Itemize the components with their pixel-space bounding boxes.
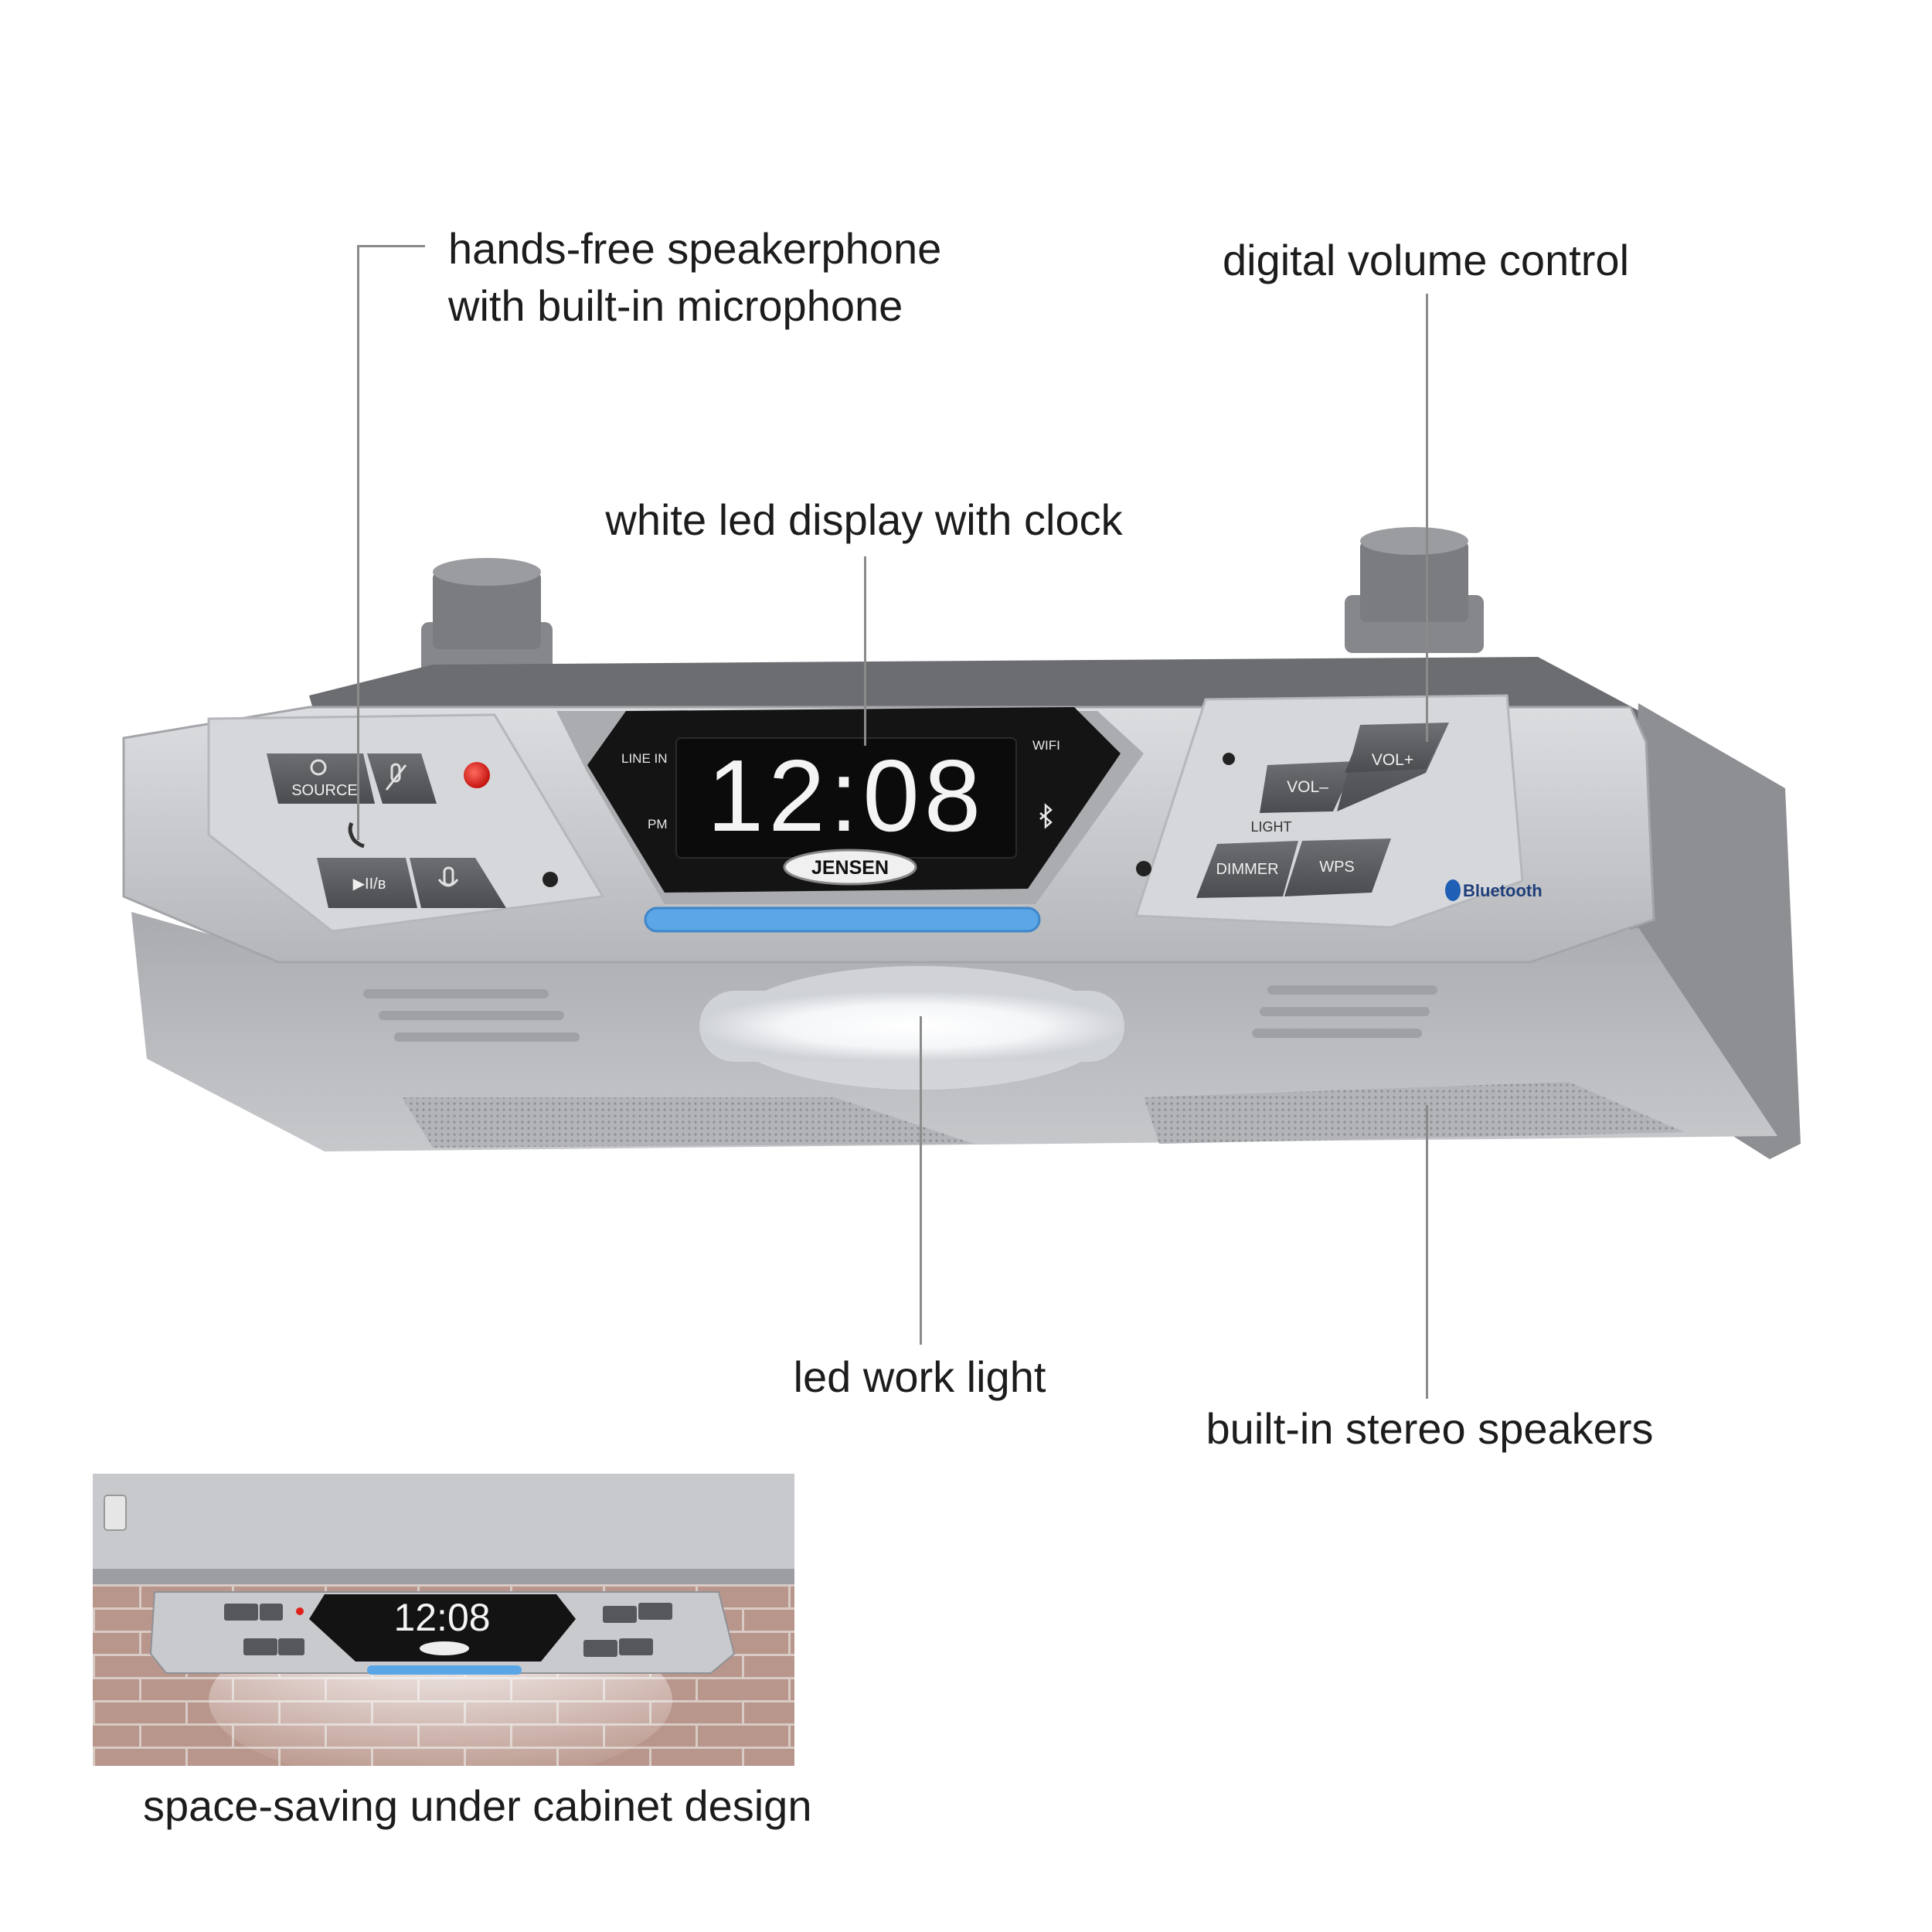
brand-badge: [783, 849, 917, 886]
callout-work-light: led work light: [793, 1352, 1046, 1401]
speaker-grille-right: [1144, 1082, 1685, 1144]
play-bt-label: ▶II/ʙ: [353, 876, 386, 893]
dimmer-label: DIMMER: [1216, 861, 1278, 878]
light-label: LIGHT: [1250, 819, 1291, 835]
brand-logo: JENSEN: [811, 857, 889, 879]
mounting-post-right: [1345, 527, 1484, 653]
microphone-hole-right: [1223, 753, 1235, 765]
mic-mute-icon: [385, 763, 407, 791]
vent-slots: [363, 985, 1437, 1042]
wps-label: WPS: [1319, 859, 1355, 876]
callout-speakerphone: hands-free speakerphone with built-in mi…: [448, 220, 941, 335]
sensor-dot: [1136, 861, 1151, 876]
clock-digits: 12:08: [707, 739, 985, 852]
vol-plus-label: VOL+: [1372, 751, 1413, 769]
led-work-light-lens: [699, 991, 1124, 1062]
leader-speakerphone-vertical: [357, 245, 359, 840]
wps-button[interactable]: WPS: [1284, 838, 1391, 896]
source-button[interactable]: SOURCE: [267, 753, 375, 804]
line-in-label: LINE IN: [621, 751, 668, 766]
pm-label: PM: [648, 817, 668, 832]
speaker-grille-left: [402, 1097, 974, 1148]
dimmer-button[interactable]: DIMMER: [1196, 841, 1298, 898]
microphone-hole-left: [543, 872, 558, 887]
leader-display: [864, 556, 866, 746]
blue-accent-light: [644, 906, 1041, 933]
callout-display: white led display with clock: [605, 495, 1123, 544]
vol-minus-label: VOL–: [1287, 778, 1328, 796]
mic-mute-button[interactable]: [367, 753, 437, 804]
mounting-post-left: [421, 558, 553, 676]
vol-minus-button[interactable]: VOL–: [1260, 761, 1356, 813]
bluetooth-text: Bluetooth: [1463, 881, 1543, 900]
leader-volume: [1426, 294, 1428, 742]
mic-icon: [437, 866, 459, 887]
leader-speakerphone-horizontal: [357, 245, 425, 247]
callout-speakerphone-line2: with built-in microphone: [448, 281, 903, 330]
callout-volume: digital volume control: [1222, 236, 1630, 284]
vol-plus-button[interactable]: VOL+: [1337, 723, 1449, 811]
callout-speakerphone-line1: hands-free speakerphone: [448, 224, 942, 273]
mic-button[interactable]: [410, 858, 506, 908]
bluetooth-logo: Bluetooth: [1445, 879, 1543, 901]
power-indicator-led: [464, 762, 490, 788]
source-label: SOURCE: [291, 782, 358, 799]
leader-speakers: [1426, 1105, 1428, 1399]
play-pause-bt-button[interactable]: ▶II/ʙ: [317, 858, 417, 908]
phone-icon: [348, 821, 365, 849]
inset-caption: space-saving under cabinet design: [143, 1781, 812, 1830]
leader-work-light: [920, 1016, 922, 1345]
callout-speakers: built-in stereo speakers: [1206, 1404, 1654, 1453]
bluetooth-display-icon: [1039, 803, 1053, 829]
wifi-label: WIFI: [1032, 738, 1060, 753]
